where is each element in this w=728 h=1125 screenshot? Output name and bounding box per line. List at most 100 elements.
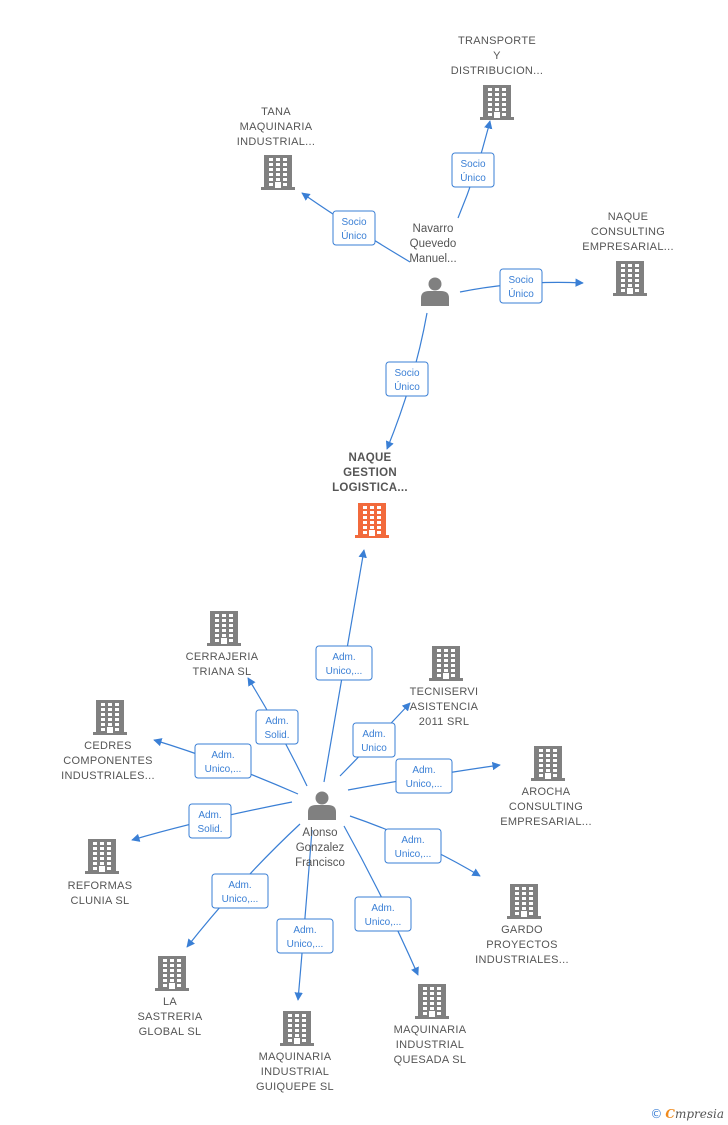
- brand-name: mpresia: [674, 1107, 724, 1121]
- node-reformas[interactable]: REFORMAS CLUNIA SL: [68, 839, 133, 907]
- node-tana[interactable]: TANAMAQUINARIAINDUSTRIAL...: [237, 106, 315, 190]
- edge-alonso-naque_gestion[interactable]: Adm. Unico,...: [315, 549, 373, 783]
- company-icon: [531, 746, 565, 781]
- edge-label-line: Unico,...: [406, 779, 443, 790]
- edge-label-line: Socio: [394, 368, 419, 379]
- node-label-line: MAQUINARIA: [259, 1051, 332, 1063]
- edge-label-box: [395, 758, 453, 794]
- node-label-line: GUIQUEPE SL: [256, 1081, 334, 1093]
- edge-label-line: Unico: [361, 743, 387, 754]
- edge-label-line: Socio: [460, 159, 485, 170]
- copyright-icon: ©: [650, 1107, 663, 1121]
- node-label-line: CLUNIA SL: [71, 895, 130, 907]
- edge-label-line: Único: [394, 380, 420, 393]
- edge-label-line: Unico,...: [222, 894, 259, 905]
- node-guiquepe[interactable]: MAQUINARIA INDUSTRIAL GUIQUEPE SL: [256, 1011, 334, 1093]
- node-label-line: Y: [493, 50, 501, 62]
- node-label-line: TRIANA SL: [193, 666, 252, 678]
- edge-alonso-sastreria[interactable]: Adm. Unico,...: [186, 823, 301, 948]
- node-label-line: INDUSTRIALES...: [475, 954, 569, 966]
- edge-label-line: Unico,...: [287, 939, 324, 950]
- edge-label-line: Adm.: [293, 925, 316, 936]
- edge-label-line: Adm.: [401, 835, 424, 846]
- node-label-line: QUESADA SL: [394, 1054, 467, 1066]
- node-quesada[interactable]: MAQUINARIA INDUSTRIAL QUESADA SL: [394, 984, 467, 1066]
- node-label-line: GLOBAL SL: [139, 1026, 202, 1038]
- edge-label-line: Adm.: [362, 729, 385, 740]
- edge-alonso-gardo[interactable]: Adm.Unico,...: [349, 815, 481, 877]
- edge-alonso-reformas[interactable]: Adm.Solid.: [131, 801, 293, 842]
- node-label-line: INDUSTRIAL...: [237, 136, 315, 148]
- company-icon: [93, 700, 127, 735]
- company-icon: [207, 611, 241, 646]
- brand-footer: ©Cmpresia: [650, 1107, 724, 1121]
- edge-alonso-quesada[interactable]: Adm. Unico,...: [343, 825, 419, 976]
- edge-label-box: [384, 828, 442, 864]
- node-cedres[interactable]: CEDRES COMPONENTES INDUSTRIALES...: [61, 700, 155, 782]
- edge-alonso-cerrajeria[interactable]: Adm.Solid.: [247, 677, 308, 787]
- node-naque_consulting[interactable]: NAQUECONSULTINGEMPRESARIAL...: [582, 211, 674, 296]
- node-label-line: AROCHA: [522, 786, 571, 798]
- edge-label-box: [499, 268, 543, 304]
- company-icon: [613, 261, 647, 296]
- company-icon: [429, 646, 463, 681]
- node-gardo[interactable]: GARDO PROYECTOS INDUSTRIALES...: [475, 884, 569, 966]
- node-label-line: TECNISERVI: [410, 686, 479, 698]
- node-label-line: Navarro: [413, 223, 454, 235]
- node-label-line: MAQUINARIA: [394, 1024, 467, 1036]
- edge-label-line: Unico,...: [326, 666, 363, 677]
- node-label-line: Alonso: [302, 827, 337, 839]
- company-icon: [155, 956, 189, 991]
- node-arocha[interactable]: AROCHACONSULTINGEMPRESARIAL...: [500, 746, 592, 828]
- node-label-line: COMPONENTES: [63, 755, 152, 767]
- edge-label-line: Adm.: [228, 880, 251, 891]
- edge-label-line: Socio: [508, 275, 533, 286]
- company-icon: [415, 984, 449, 1019]
- node-sastreria[interactable]: LA SASTRERIA GLOBAL SL: [137, 956, 203, 1038]
- company-icon: [85, 839, 119, 874]
- node-label-line: ASISTENCIA: [410, 701, 479, 713]
- node-label-line: INDUSTRIALES...: [61, 770, 155, 782]
- node-label-line: LA: [163, 996, 177, 1008]
- edge-label-box: [352, 722, 396, 758]
- edge-alonso-tecniservi[interactable]: Adm. Unico: [339, 702, 411, 777]
- edge-alonso-guiquepe[interactable]: Adm. Unico,...: [276, 829, 334, 1001]
- edge-label-box: [188, 803, 232, 839]
- node-label-line: INDUSTRIAL: [396, 1039, 464, 1051]
- node-naque_gestion[interactable]: NAQUEGESTIONLOGISTICA...: [332, 452, 408, 538]
- node-label-line: INDUSTRIAL: [261, 1066, 329, 1078]
- edge-label-line: Adm.: [412, 765, 435, 776]
- edge-arrow: [294, 829, 313, 1001]
- edge-label-line: Socio: [341, 217, 366, 228]
- edge-label-box: [276, 918, 334, 954]
- node-label-line: TANA: [261, 106, 291, 118]
- node-label-line: GARDO: [501, 924, 543, 936]
- node-label-line: PROYECTOS: [486, 939, 558, 951]
- node-label-line: 2011 SRL: [419, 716, 470, 728]
- edge-label-box: [385, 361, 429, 397]
- node-label-line: Quevedo: [410, 238, 457, 250]
- edge-label-line: Solid.: [197, 824, 222, 835]
- node-label-line: SASTRERIA: [137, 1011, 202, 1023]
- edge-label-box: [332, 210, 376, 246]
- edge-label-box: [354, 896, 412, 932]
- edge-label-line: Adm.: [371, 903, 394, 914]
- node-tecniservi[interactable]: TECNISERVI ASISTENCIA 2011 SRL: [410, 646, 479, 728]
- node-navarro[interactable]: NavarroQuevedoManuel...: [409, 223, 457, 306]
- node-label-line: REFORMAS: [68, 880, 133, 892]
- node-label-line: EMPRESARIAL...: [582, 241, 674, 253]
- edge-alonso-arocha[interactable]: Adm. Unico,...: [347, 758, 501, 794]
- brand-initial: C: [665, 1107, 675, 1121]
- edge-alonso-cedres[interactable]: Adm.Unico,...: [153, 738, 299, 795]
- node-label-line: CEDRES: [84, 740, 132, 752]
- node-transporte[interactable]: TRANSPORTEYDISTRIBUCION...: [451, 35, 544, 120]
- edge-label-line: Unico,...: [365, 917, 402, 928]
- edge-label-line: Unico,...: [205, 764, 242, 775]
- edge-label-line: Adm.: [332, 652, 355, 663]
